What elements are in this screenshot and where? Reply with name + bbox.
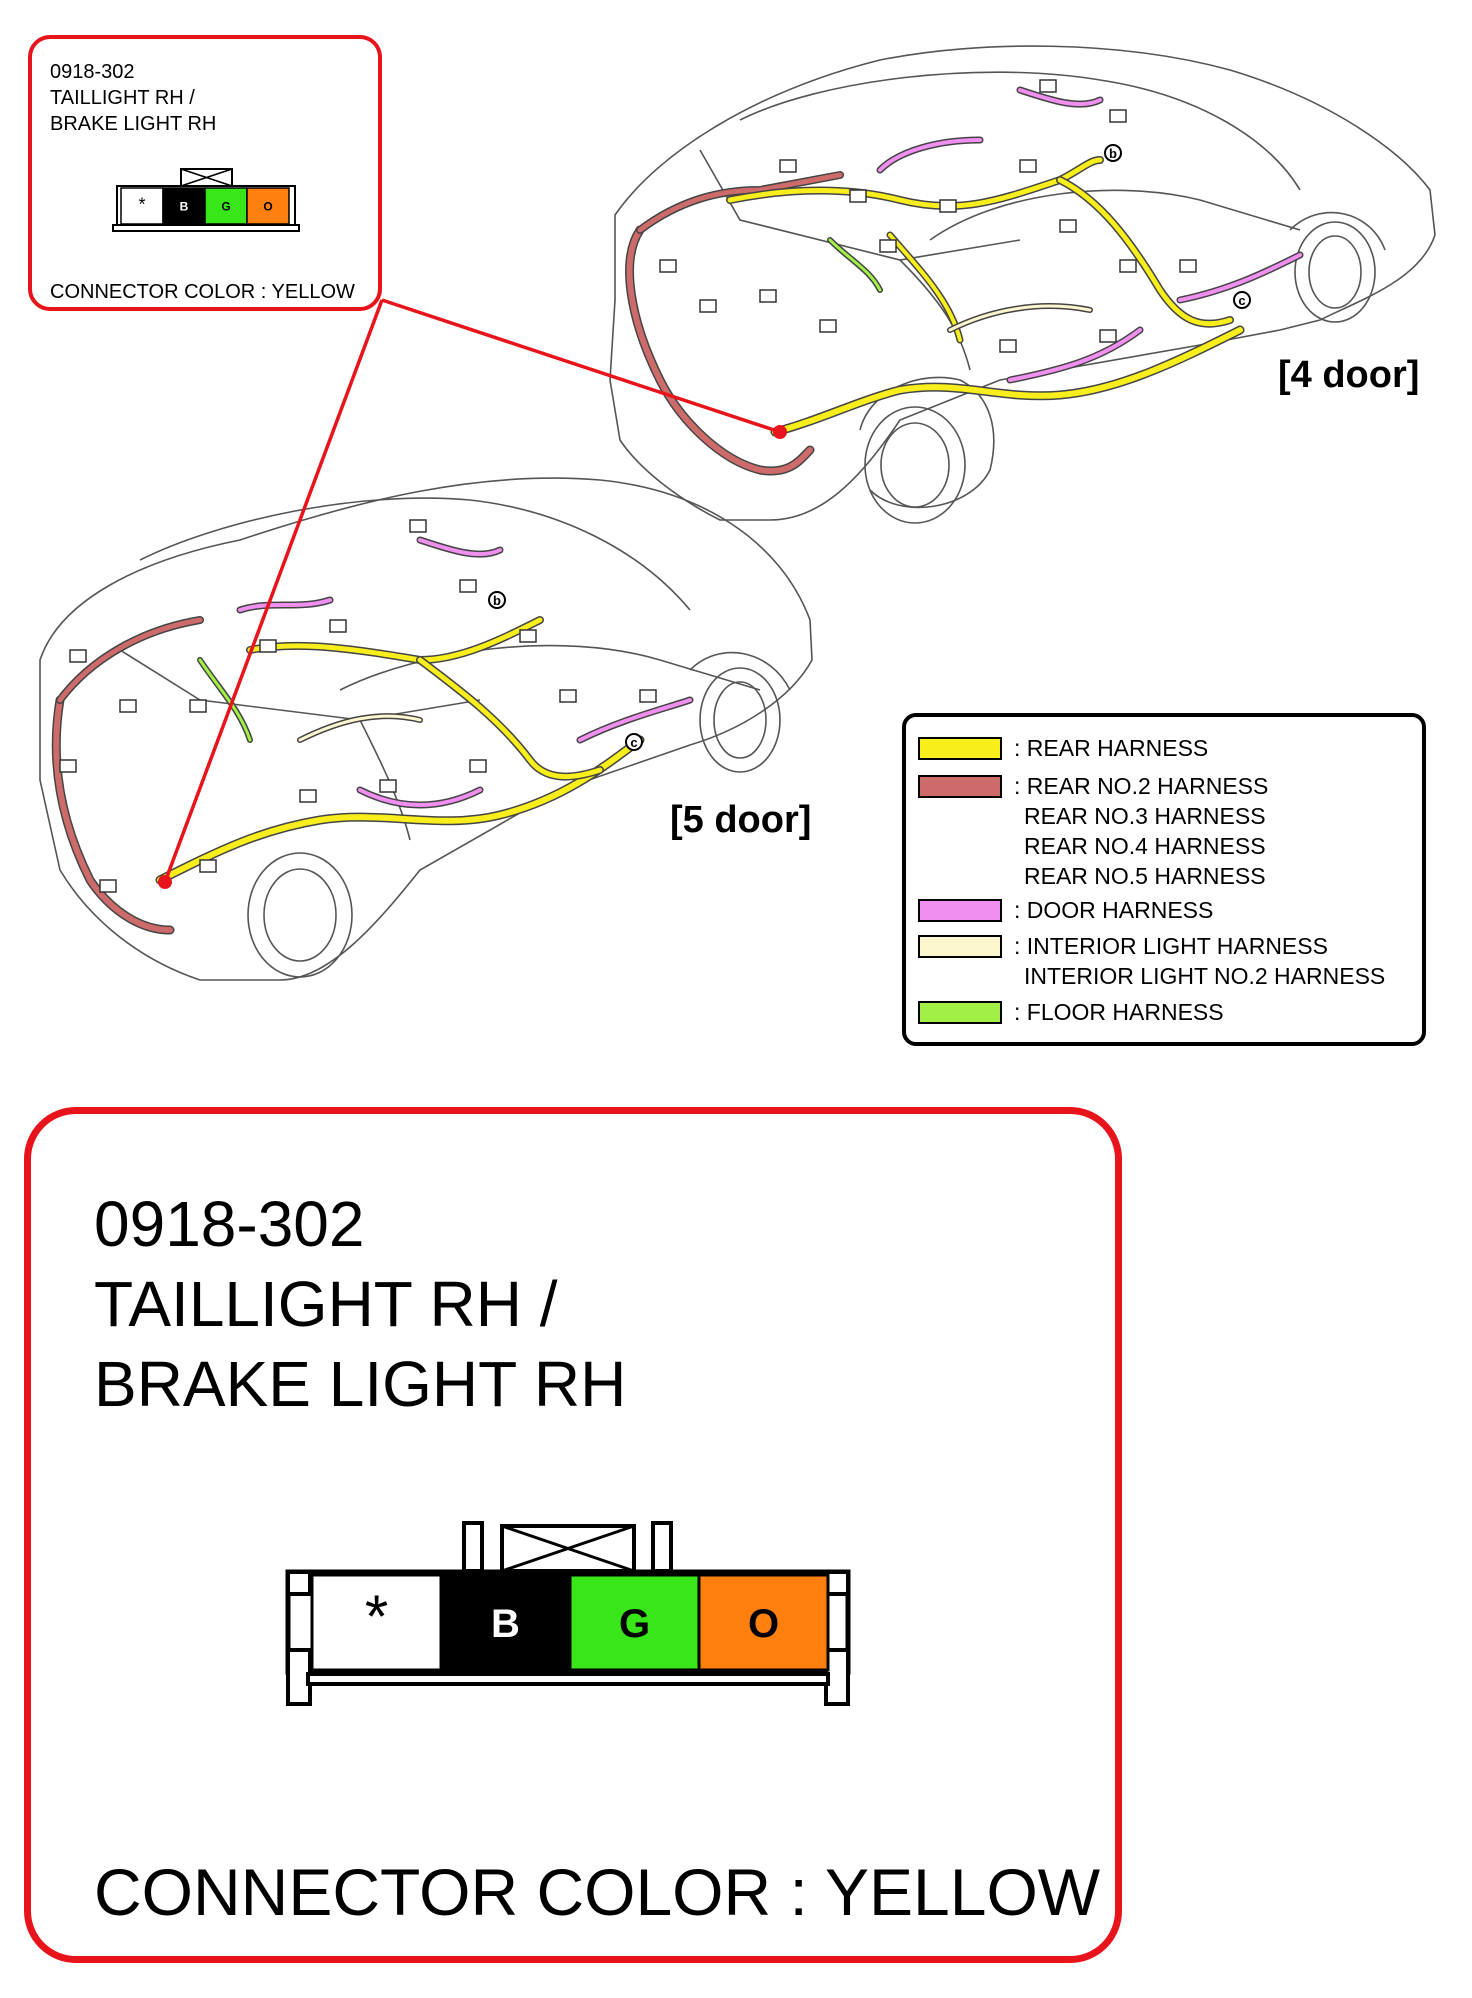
- connector-pin: [204, 187, 248, 225]
- legend-swatch-rear-harness: [918, 737, 1002, 760]
- connector-pin: [568, 1573, 701, 1672]
- legend-label: REAR NO.3 HARNESS: [1024, 803, 1266, 829]
- callout-large-title-line1: TAILLIGHT RH /: [94, 1268, 558, 1340]
- connector-pin-label: O: [748, 1602, 779, 1646]
- car-4-door-harness: [625, 86, 1304, 476]
- legend-label: : DOOR HARNESS: [1014, 897, 1214, 923]
- connector-pins-large: * B G O: [310, 1573, 830, 1672]
- car-4-door-connectors: [659, 79, 1197, 353]
- connector-location-marker-5-door: [158, 875, 172, 889]
- legend-swatch-rear-no2-harness: [918, 775, 1002, 798]
- connector-location-marker-4-door: [773, 425, 787, 439]
- connector-pin-label: *: [365, 1583, 388, 1650]
- callout-large-title-line2: BRAKE LIGHT RH: [94, 1348, 627, 1420]
- legend-swatch-floor-harness: [918, 1001, 1002, 1024]
- legend-swatch-interior-light-harness: [918, 935, 1002, 958]
- legend-label: INTERIOR LIGHT NO.2 HARNESS: [1024, 963, 1386, 989]
- marker-c-4-door: c: [1233, 291, 1251, 309]
- label-5-door: [5 door]: [670, 799, 812, 841]
- connector-pin-label: *: [138, 194, 145, 214]
- connector-callout-large: 0918-302 TAILLIGHT RH / BRAKE LIGHT RH C…: [24, 1107, 1122, 1963]
- legend-label: : REAR NO.2 HARNESS: [1014, 773, 1269, 799]
- connector-pin: [697, 1573, 830, 1672]
- marker-b-label-4-door: b: [1109, 146, 1117, 161]
- car-4-door: [609, 45, 1436, 524]
- legend-label: REAR NO.5 HARNESS: [1024, 863, 1266, 889]
- marker-c-5-door: c: [625, 733, 643, 751]
- callout-large-code: 0918-302: [94, 1188, 365, 1260]
- harness-legend: : REAR HARNESS : REAR NO.2 HARNESS REAR …: [902, 713, 1426, 1046]
- car-5-door-harness: [51, 536, 694, 935]
- marker-c-label-5-door: c: [630, 735, 637, 750]
- connector-callout-small: 0918-302 TAILLIGHT RH / BRAKE LIGHT RH C…: [28, 35, 382, 311]
- callout-small-code: 0918-302: [50, 61, 135, 83]
- marker-b-5-door: b: [488, 591, 506, 609]
- connector-pin-label: B: [180, 199, 189, 213]
- car-5-door: [39, 477, 813, 981]
- legend-label: : FLOOR HARNESS: [1014, 999, 1224, 1025]
- connector-pin-label: G: [221, 199, 230, 213]
- leader-line-4-door: [381, 298, 781, 434]
- marker-b-4-door: b: [1104, 144, 1122, 162]
- callout-small-title-line2: BRAKE LIGHT RH: [50, 113, 217, 135]
- connector-pins-small: * B G O: [120, 187, 290, 225]
- connector-pin-label: B: [491, 1602, 520, 1646]
- leader-line-5-door: [163, 299, 384, 883]
- connector-pin-label: O: [263, 199, 272, 213]
- legend-swatch-door-harness: [918, 899, 1002, 922]
- marker-c-label-4-door: c: [1238, 293, 1245, 308]
- callout-large-connector-color: CONNECTOR COLOR : YELLOW: [94, 1855, 1101, 1929]
- legend-label: : INTERIOR LIGHT HARNESS: [1014, 933, 1328, 959]
- car-5-door-connectors: [59, 519, 657, 893]
- label-4-door: [4 door]: [1278, 354, 1420, 396]
- callout-small-connector-color: CONNECTOR COLOR : YELLOW: [50, 281, 355, 303]
- callout-small-title-line1: TAILLIGHT RH /: [50, 87, 195, 109]
- connector-pin: [246, 187, 290, 225]
- connector-pin-label: G: [619, 1602, 650, 1646]
- legend-label: REAR NO.4 HARNESS: [1024, 833, 1266, 859]
- marker-b-label-5-door: b: [493, 593, 501, 608]
- legend-label: : REAR HARNESS: [1014, 735, 1209, 761]
